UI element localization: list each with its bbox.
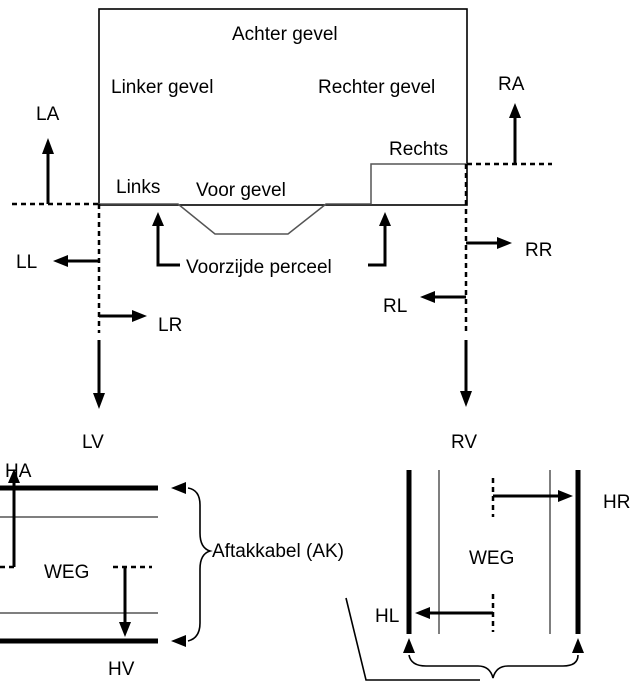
linker-gevel-label: Linker gevel: [111, 77, 213, 98]
la-arrowhead: [42, 138, 54, 154]
hl-label: HL: [375, 606, 399, 627]
weg-right-label: WEG: [469, 548, 514, 569]
front-facade-line: [99, 163, 467, 235]
voorzijde-perceel-label: Voorzijde perceel: [186, 257, 332, 278]
building-outline: [98, 8, 468, 206]
ak-arrowhead-top: [171, 482, 186, 494]
rr-label: RR: [525, 240, 552, 261]
rr-arrowhead: [497, 237, 512, 249]
voorzijde-arrowhead-right: [379, 212, 391, 226]
ha-label: HA: [5, 461, 32, 482]
brace-arrowhead-left: [403, 638, 415, 653]
hv-label: HV: [108, 659, 135, 680]
hr-label: HR: [603, 492, 630, 513]
voorzijde-pointer-right: [368, 224, 387, 267]
rv-arrowhead: [460, 391, 472, 407]
lv-arrowhead: [93, 393, 105, 409]
links-label: Links: [116, 177, 160, 198]
bottom-brace: [408, 654, 579, 679]
voor-gevel-label: Voor gevel: [196, 180, 286, 201]
ha-arrowhead: [8, 469, 20, 483]
rl-label: RL: [383, 296, 407, 317]
lv-label: LV: [82, 432, 104, 453]
rechts-label: Rechts: [389, 139, 448, 160]
hr-arrowhead: [558, 490, 573, 502]
la-label: LA: [36, 104, 60, 125]
brace-arrowhead-right: [572, 638, 584, 653]
weg-left-label: WEG: [44, 562, 89, 583]
brace-leader-line: [345, 597, 480, 681]
voorzijde-pointer-left: [156, 224, 180, 267]
rl-arrowhead: [420, 291, 435, 303]
ak-arrowhead-bottom: [171, 635, 186, 647]
rv-label: RV: [451, 432, 477, 453]
rechter-gevel-label: Rechter gevel: [318, 77, 435, 98]
achter-gevel-label: Achter gevel: [232, 24, 338, 45]
ra-arrowhead: [509, 103, 521, 118]
ra-label: RA: [498, 74, 525, 95]
lr-arrowhead: [132, 310, 147, 322]
aftakkabel-label: Aftakkabel (AK): [212, 541, 344, 562]
voorzijde-arrowhead-left: [152, 212, 164, 226]
ll-label: LL: [16, 252, 37, 273]
aftakkabel-brace: [187, 487, 213, 642]
hl-arrowhead: [415, 607, 430, 619]
ll-arrowhead: [53, 255, 68, 267]
lr-label: LR: [158, 315, 182, 336]
hv-arrowhead: [119, 622, 131, 637]
